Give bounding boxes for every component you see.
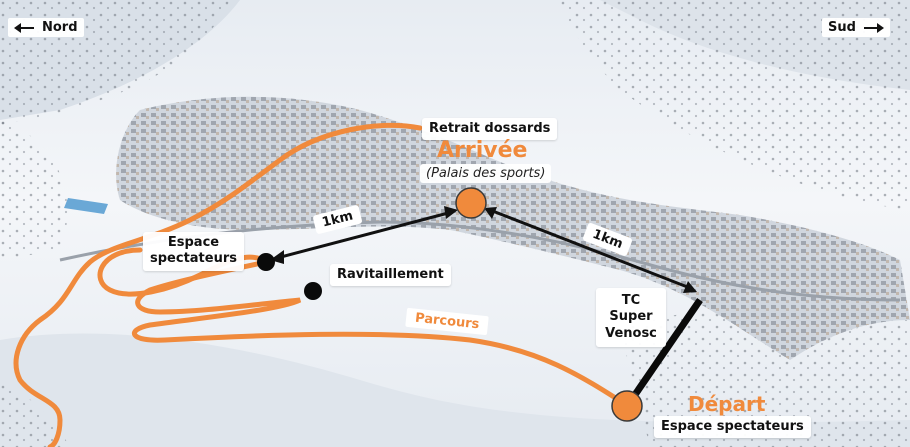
espace-line-1: Espace [167,235,220,250]
depart-marker [611,390,643,422]
compass-south-label: Sud [828,20,856,35]
compass-north: Nord [8,18,84,37]
arrivee-title: Arrivée [437,138,528,163]
race-course [131,259,631,409]
forest [0,380,70,447]
village [116,96,910,360]
distance-arrowhead [683,281,697,293]
espace-spectateurs-marker [257,253,275,271]
compass-south: Sud [822,18,890,37]
distance-line-2 [489,208,691,290]
ravitaillement-label: Ravitaillement [330,264,451,287]
espace-spectateurs-label: Espace spectateurs [143,232,244,271]
espace-line-2: spectateurs [150,251,237,267]
tc-line-3: Venosc [605,325,657,341]
arrow-left-icon [14,22,36,33]
distance-line-1 [276,210,453,260]
lake [64,198,108,214]
forest [0,120,68,260]
distance-arrowhead [444,206,458,219]
forest [560,0,910,210]
palais-label: (Palais des sports) [420,164,552,183]
ravitaillement-marker [304,282,322,300]
distance-arrowhead [484,207,497,219]
tc-line-1: TC [621,293,641,308]
depart-title: Départ [688,392,766,416]
forest [620,306,910,447]
compass-north-label: Nord [42,20,78,35]
race-course [13,122,423,447]
lift-line [627,298,703,404]
arrow-right-icon [862,22,884,33]
tc-super-venosc-label: TC Super Venosc [596,288,666,347]
depart-espace-label: Espace spectateurs [654,416,811,439]
slope-shadow [0,333,910,447]
arrivee-marker [455,187,487,219]
tc-line-2: Super [609,309,653,325]
retrait-dossards-label: Retrait dossards [422,118,558,141]
